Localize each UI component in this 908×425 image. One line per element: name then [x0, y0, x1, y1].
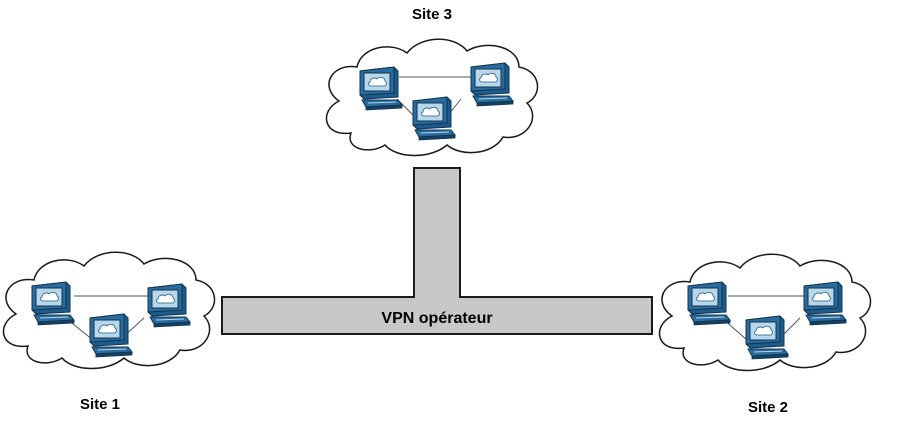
computer-icon	[470, 62, 514, 107]
computer-icon	[687, 281, 731, 326]
site-2-cloud	[658, 253, 872, 372]
computer-icon	[745, 315, 789, 360]
site-1-cloud	[2, 251, 216, 370]
computer-icon	[359, 66, 403, 111]
site-2-label: Site 2	[748, 399, 789, 416]
computer-icon	[147, 283, 191, 328]
site-3-label: Site 3	[412, 6, 453, 23]
computer-icon	[89, 313, 133, 358]
vpn-label: VPN opérateur	[381, 310, 492, 327]
site-3-cloud	[325, 38, 539, 157]
computer-icon	[803, 281, 847, 326]
vpn-backbone: VPN opérateur	[221, 167, 653, 335]
site-1-label: Site 1	[80, 396, 121, 413]
computer-icon	[31, 281, 75, 326]
computer-icon	[412, 96, 456, 141]
